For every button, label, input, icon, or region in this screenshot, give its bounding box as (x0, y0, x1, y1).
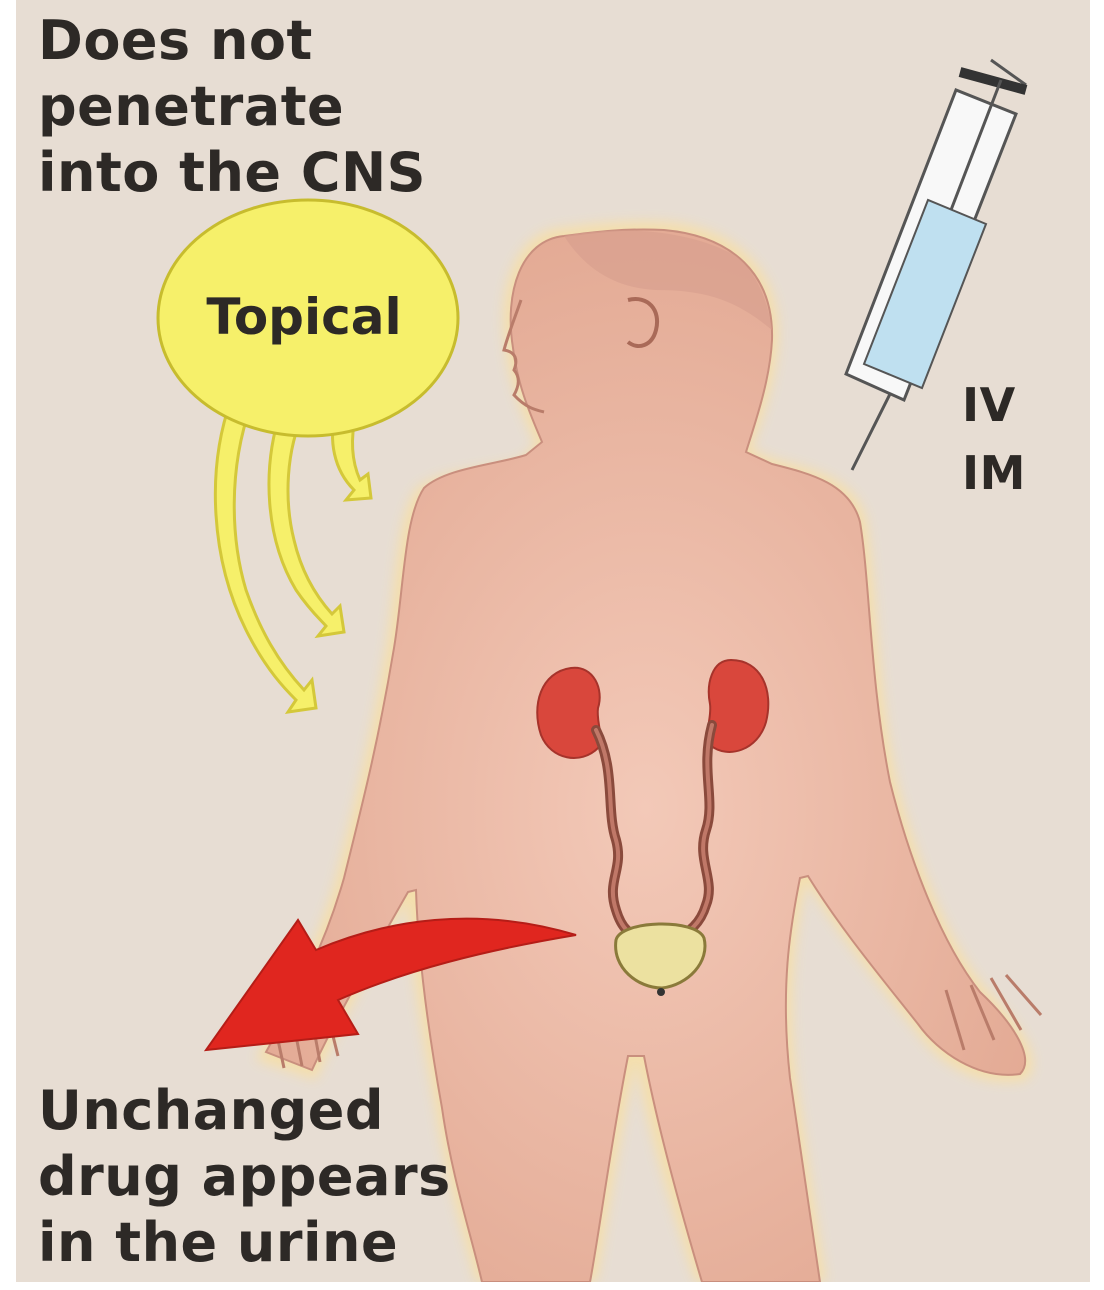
urine-excretion-note: Unchanged drug appears in the urine (38, 1078, 451, 1276)
cns-penetration-note: Does not penetrate into the CNS (38, 8, 426, 206)
diagram-frame: Does not penetrate into the CNS Topical … (16, 0, 1090, 1282)
route-im-label: IM (962, 448, 1026, 498)
topical-label: Topical (174, 288, 434, 346)
route-iv-label: IV (962, 380, 1016, 430)
topical-arrows (215, 400, 371, 712)
